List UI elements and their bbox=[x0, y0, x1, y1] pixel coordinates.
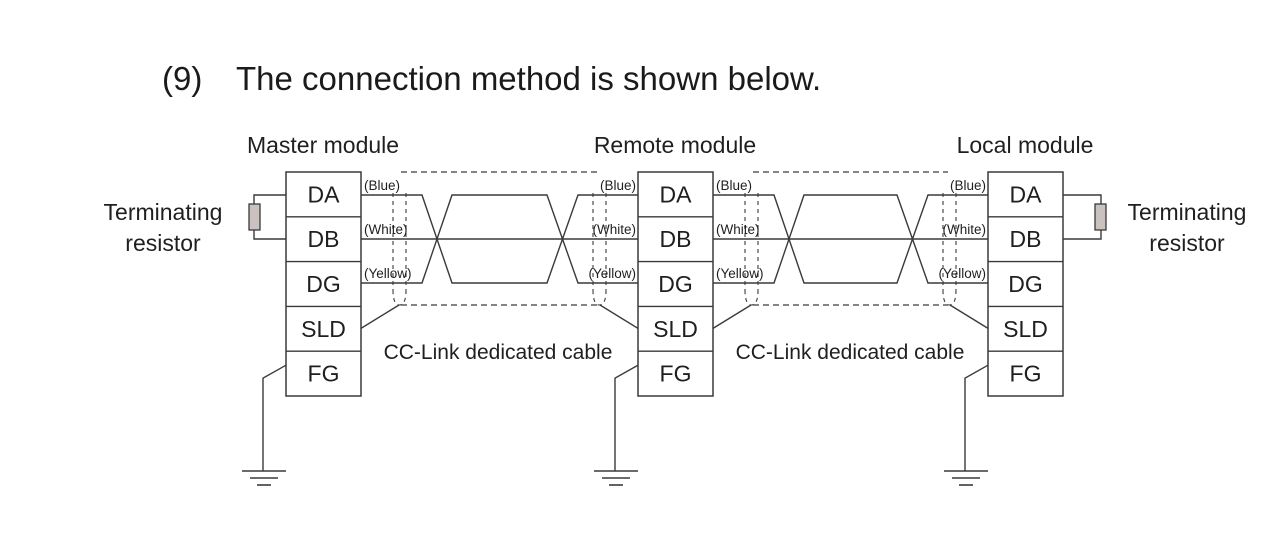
wire-label-yellow-right: (Yellow) bbox=[938, 266, 986, 281]
remote-fg-ground-wire bbox=[614, 364, 639, 471]
ground-icon bbox=[944, 470, 988, 486]
left-terminator-label-line2: resistor bbox=[125, 230, 201, 256]
cable-label-1: CC-Link dedicated cable bbox=[384, 341, 613, 364]
diagram-geometry: DADBDGSLDFGDADBDGSLDFGDADBDGSLDFG(Blue)(… bbox=[242, 171, 1107, 486]
master-terminal-db: DB bbox=[308, 226, 340, 252]
master-terminal-sld: SLD bbox=[301, 316, 346, 342]
cable-label-2: CC-Link dedicated cable bbox=[736, 341, 965, 364]
resistor-lead-top bbox=[253, 194, 286, 204]
remote-terminal-block-frame bbox=[637, 171, 714, 397]
wire-label-yellow-left: (Yellow) bbox=[716, 266, 764, 281]
shield-end-curve bbox=[592, 289, 607, 306]
wire-label-white-left: (White) bbox=[364, 222, 408, 237]
master-module-label: Master module bbox=[247, 132, 399, 158]
master-terminal-fg: FG bbox=[308, 361, 340, 387]
resistor-lead-bottom bbox=[253, 230, 286, 240]
wire-da-blue bbox=[713, 194, 988, 284]
local-terminal-da: DA bbox=[1010, 181, 1043, 207]
wire-dg-yellow bbox=[713, 194, 988, 284]
local-terminal-fg: FG bbox=[1010, 361, 1042, 387]
cc-link-cable-2: (Blue) (Blue) (White) (White) (Yellow) (Yello… bbox=[712, 171, 989, 329]
resistor-icon bbox=[1094, 203, 1107, 231]
resistor-lead-bottom bbox=[1063, 230, 1102, 240]
resistor-icon bbox=[248, 203, 261, 231]
local-terminal-db: DB bbox=[1010, 226, 1042, 252]
wire-label-blue-right: (Blue) bbox=[950, 178, 986, 193]
local-terminal-sld: SLD bbox=[1003, 316, 1048, 342]
remote-terminal-dg: DG bbox=[658, 271, 693, 297]
shield-end-curve bbox=[942, 289, 957, 306]
shield-end-curve bbox=[744, 289, 759, 306]
right-terminator-label-line1: Terminating bbox=[1128, 199, 1247, 225]
remote-module-label: Remote module bbox=[594, 132, 756, 158]
wire-label-white-right: (White) bbox=[943, 222, 987, 237]
master-fg-ground-wire bbox=[262, 364, 287, 471]
master-terminal-da: DA bbox=[308, 181, 341, 207]
wire-dg-yellow bbox=[361, 194, 638, 284]
master-terminal-dg: DG bbox=[306, 271, 341, 297]
sld-drain-wire-left bbox=[360, 304, 400, 329]
local-terminal-block-frame bbox=[987, 171, 1064, 397]
ground-icon bbox=[242, 470, 286, 486]
resistor-lead-top bbox=[1063, 194, 1102, 204]
sld-drain-wire-left bbox=[712, 304, 752, 329]
cc-link-cable-1: (Blue) (Blue) (White) (White) (Yellow) (Yello… bbox=[360, 171, 639, 329]
shield-end-curve bbox=[392, 289, 407, 306]
section-title: The connection method is shown below. bbox=[236, 60, 822, 97]
ground-icon bbox=[594, 470, 638, 486]
sld-drain-wire-right bbox=[599, 304, 639, 329]
local-terminal-dg: DG bbox=[1008, 271, 1043, 297]
left-terminating-resistor bbox=[248, 194, 286, 240]
wire-label-blue-left: (Blue) bbox=[716, 178, 752, 193]
remote-terminal-sld: SLD bbox=[653, 316, 698, 342]
wire-label-yellow-left: (Yellow) bbox=[364, 266, 412, 281]
remote-terminal-db: DB bbox=[660, 226, 692, 252]
wire-label-white-right: (White) bbox=[593, 222, 637, 237]
wire-label-blue-right: (Blue) bbox=[600, 178, 636, 193]
local-module-label: Local module bbox=[957, 132, 1094, 158]
wire-da-blue bbox=[361, 194, 638, 284]
section-heading: (9) The connection method is shown below. bbox=[162, 60, 821, 98]
master-terminal-block-frame bbox=[285, 171, 362, 397]
local-fg-ground-wire bbox=[964, 364, 989, 471]
left-terminator-label-line1: Terminating bbox=[104, 199, 223, 225]
section-number: (9) bbox=[162, 60, 203, 97]
wire-label-blue-left: (Blue) bbox=[364, 178, 400, 193]
master-module-terminal-block: DA DB DG SLD FG bbox=[242, 171, 362, 486]
right-terminator-label-line2: resistor bbox=[1149, 230, 1225, 256]
right-terminating-resistor bbox=[1063, 194, 1107, 240]
remote-terminal-fg: FG bbox=[660, 361, 692, 387]
sld-drain-wire-right bbox=[949, 304, 989, 329]
remote-module-terminal-block: DA DB DG SLD FG bbox=[594, 171, 714, 486]
local-module-terminal-block: DA DB DG SLD FG bbox=[944, 171, 1064, 486]
wire-label-white-left: (White) bbox=[716, 222, 760, 237]
remote-terminal-da: DA bbox=[660, 181, 693, 207]
wire-label-yellow-right: (Yellow) bbox=[588, 266, 636, 281]
